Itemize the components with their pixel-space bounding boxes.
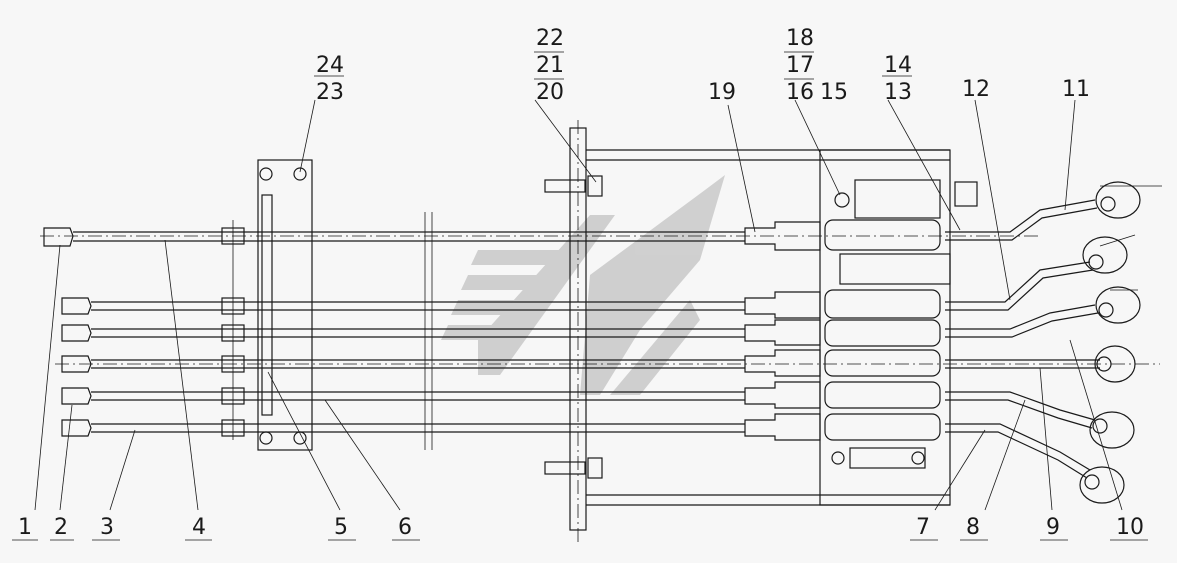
callout-labels: 1 2 3 4 5 6 7 8 9 10 11 12 13 14 15 16 1…: [18, 26, 1144, 540]
callout-23: 23: [316, 80, 344, 105]
callout-bars: [12, 51, 1148, 541]
callout-12: 12: [962, 77, 990, 102]
callout-5: 5: [334, 515, 348, 540]
callout-8: 8: [966, 515, 980, 540]
right-linkages: [945, 199, 1100, 479]
callout-11: 11: [1062, 77, 1090, 102]
leader-lines: [34, 99, 1123, 511]
callout-9: 9: [1046, 515, 1060, 540]
rod-clevis-joints: [221, 220, 245, 440]
callout-3: 3: [100, 515, 114, 540]
callout-24: 24: [316, 53, 344, 78]
callout-15: 15: [820, 80, 848, 105]
callout-6: 6: [398, 515, 412, 540]
left-handles: [43, 227, 92, 437]
callout-2: 2: [54, 515, 68, 540]
callout-19: 19: [708, 80, 736, 105]
watermark-logo: [441, 175, 725, 395]
callout-18: 18: [786, 26, 814, 51]
left-bracket: [257, 159, 313, 451]
callout-1: 1: [18, 515, 32, 540]
control-rods: [40, 231, 1160, 433]
callout-13: 13: [884, 80, 912, 105]
callout-20: 20: [536, 80, 564, 105]
right-handle-knobs: [1079, 181, 1162, 504]
callout-7: 7: [916, 515, 930, 540]
callout-17: 17: [786, 53, 814, 78]
valve-sections: [744, 179, 978, 469]
break-lines: [424, 212, 433, 450]
callout-21: 21: [536, 53, 564, 78]
central-plate: [544, 120, 603, 545]
callout-14: 14: [884, 53, 912, 78]
callout-4: 4: [192, 515, 206, 540]
callout-16: 16: [786, 80, 814, 105]
callout-22: 22: [536, 26, 564, 51]
callout-10: 10: [1116, 515, 1144, 540]
